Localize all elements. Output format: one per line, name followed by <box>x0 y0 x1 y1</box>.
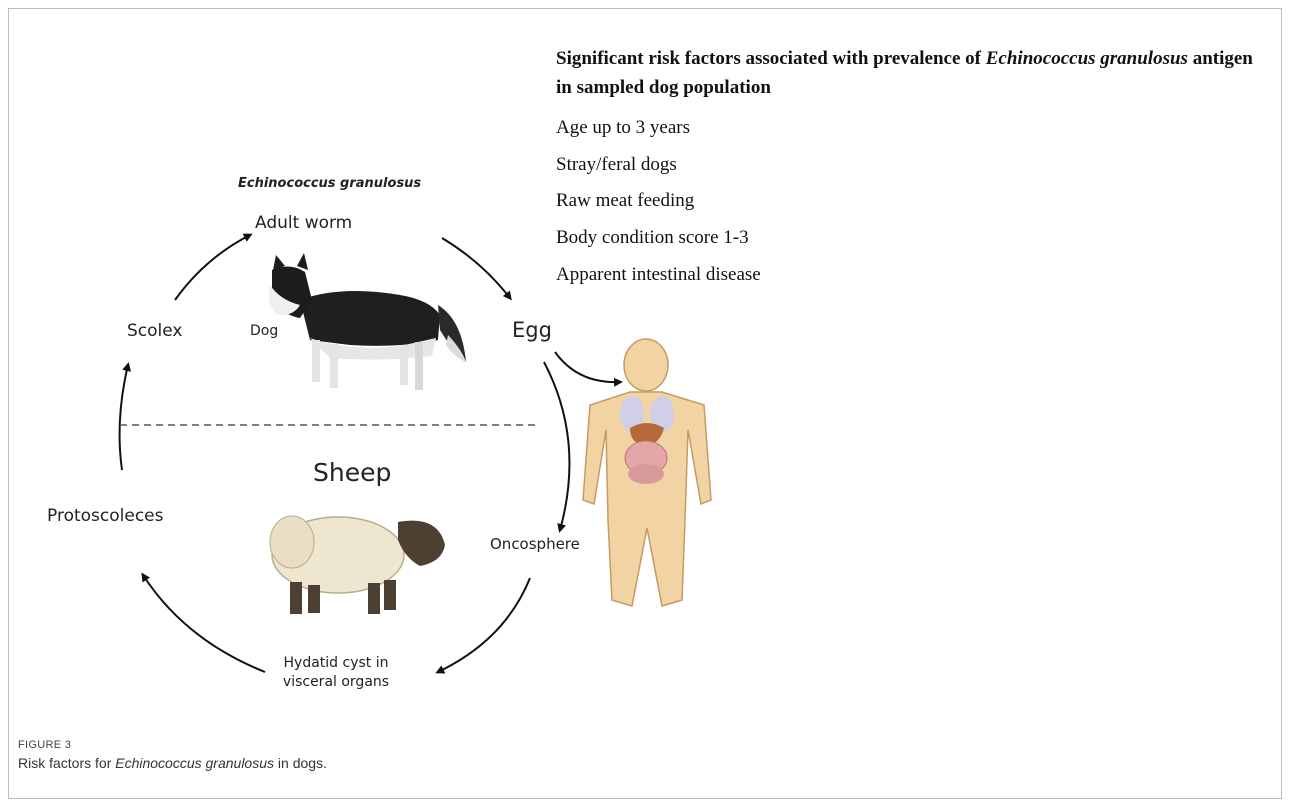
oncosphere-label: Oncosphere <box>490 535 580 553</box>
arrow-adult-to-egg <box>442 238 510 298</box>
figure-number: FIGURE 3 <box>18 739 71 751</box>
figure-caption: Risk factors for Echinococcus granulosus… <box>18 755 327 771</box>
species-label: Echinococcus granulosus <box>238 176 421 191</box>
human-anatomy-illustration <box>583 339 711 606</box>
hydatid-cyst-label: Hydatid cyst in visceral organs <box>274 654 398 692</box>
risk-factors-heading: Significant risk factors associated with… <box>556 44 1256 102</box>
risk-factor-item: Body condition score 1-3 <box>556 220 761 257</box>
sheep-illustration <box>270 516 445 614</box>
risk-factor-item: Stray/feral dogs <box>556 147 761 184</box>
risk-factor-item: Age up to 3 years <box>556 110 761 147</box>
protoscoleces-label: Protoscoleces <box>47 506 164 526</box>
adult-worm-label: Adult worm <box>255 213 352 233</box>
egg-label: Egg <box>512 318 552 342</box>
arrow-protoscoleces-to-scolex <box>120 365 128 470</box>
dog-label: Dog <box>250 323 278 339</box>
arrow-egg-to-human <box>555 352 620 382</box>
arrow-cyst-to-protoscoleces <box>143 575 265 672</box>
risk-factors-list: Age up to 3 years Stray/feral dogs Raw m… <box>556 110 761 293</box>
dog-illustration <box>269 253 466 390</box>
risk-factor-item: Raw meat feeding <box>556 183 761 220</box>
arrow-scolex-to-adult <box>175 235 250 300</box>
arrow-egg-to-oncosphere <box>544 362 569 530</box>
risk-factor-item: Apparent intestinal disease <box>556 257 761 294</box>
sheep-label: Sheep <box>313 458 391 487</box>
arrow-oncosphere-to-cyst <box>438 578 530 672</box>
scolex-label: Scolex <box>127 321 182 341</box>
